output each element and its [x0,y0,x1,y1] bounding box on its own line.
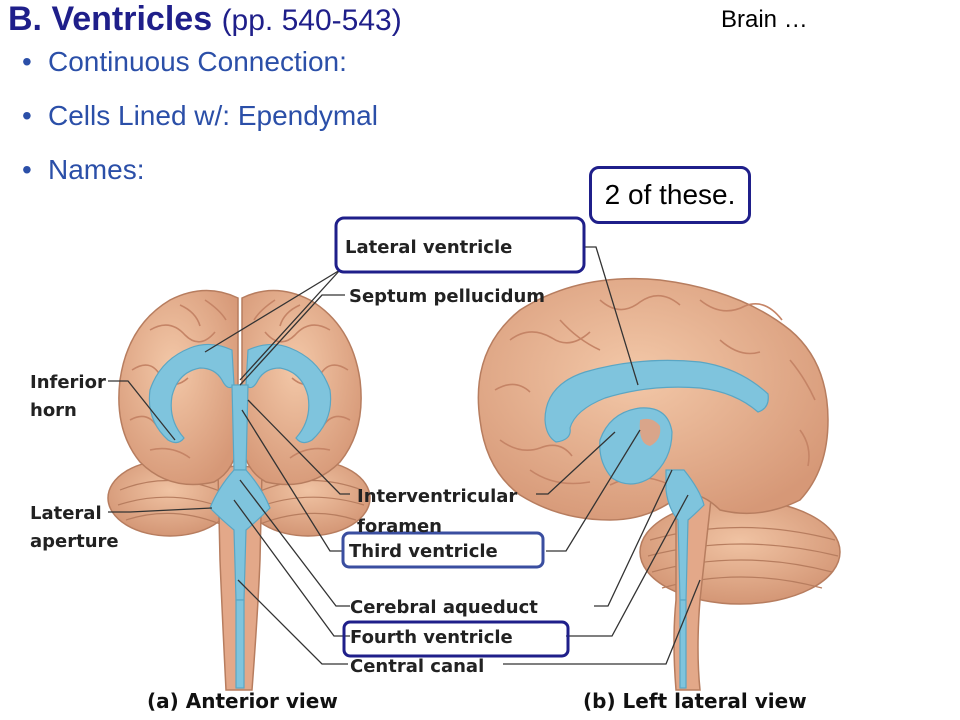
bullet-dot-icon: • [22,154,32,185]
bullet-text: Names: [48,154,145,185]
bullet-list: • Continuous Connection: • Cells Lined w/:… [22,40,378,202]
bullet-text: Cells Lined w/: Ependymal [48,100,378,131]
label-lateral-ventricle: Lateral ventricle [345,237,512,258]
label-third-ventricle: Third ventricle [349,541,498,562]
lateral-brain [477,277,841,691]
label-interventricular-line2: foramen [357,516,442,537]
label-lateral-aperture-line2: aperture [30,531,119,552]
bullet-dot-icon: • [22,46,32,77]
lateral-ventricle-highlight [334,216,586,274]
bullet-item: • Continuous Connection: [22,40,378,94]
bullet-item: • Names: [22,148,378,202]
label-lateral-aperture-line1: Lateral [30,503,102,524]
fourth-ventricle-highlight [342,620,570,658]
caption-lateral-view: (b) Left lateral view [583,689,807,713]
third-ventricle-highlight [341,531,545,569]
lateral-ventricles [544,359,769,689]
caption-anterior-view: (a) Anterior view [147,689,338,713]
label-inferior-horn-line2: horn [30,400,77,421]
anterior-ventricles [148,343,332,689]
bullet-text: Continuous Connection: [48,46,347,77]
slide-title: B. Ventricles (pp. 540-543) [8,0,402,39]
label-central-canal: Central canal [350,656,484,677]
note-box: 2 of these. [589,166,751,224]
leader-lines [108,246,701,665]
label-cerebral-aqueduct: Cerebral aqueduct [350,597,538,618]
anterior-brain [107,289,371,691]
label-septum-pellucidum: Septum pellucidum [349,286,545,307]
label-interventricular-line1: Interventricular [357,486,517,507]
title-pages: (pp. 540-543) [221,4,402,37]
title-main: B. Ventricles [8,0,213,38]
bullet-item: • Cells Lined w/: Ependymal [22,94,378,148]
label-fourth-ventricle: Fourth ventricle [350,627,513,648]
corner-text: Brain … [721,6,808,33]
label-inferior-horn-line1: Inferior [30,372,106,393]
bullet-dot-icon: • [22,100,32,131]
